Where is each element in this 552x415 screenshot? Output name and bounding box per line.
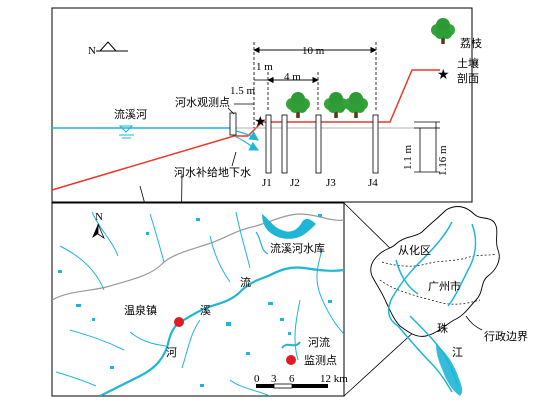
well-label-j1: J1 [262, 177, 272, 189]
legend-point-label: 监测点 [304, 354, 337, 367]
well-j4 [372, 114, 379, 174]
profile-north-arrow: N [88, 41, 128, 57]
dim-1-5m-label: 1.5 m [230, 85, 256, 97]
scale-bar: 0 3 6 12 km [254, 373, 348, 389]
well-j1 [265, 114, 272, 174]
district-line [381, 253, 497, 267]
recharge-arrow-1 [235, 136, 260, 151]
reservoir-label: 流溪河水库 [270, 241, 325, 255]
legend-river-icon [281, 341, 301, 349]
wells: J1 J2 J3 J4 [262, 114, 379, 189]
soil-legend-label-2: 剖面 [457, 71, 479, 85]
legend-star-icon: ★ [437, 67, 450, 83]
well-j2 [281, 114, 288, 174]
profile-north-label: N [88, 45, 96, 57]
tributaries [55, 211, 344, 396]
dim-1-1m-label: 1.1 m [402, 145, 414, 171]
region-connector [343, 329, 417, 397]
map-north-arrow: N [92, 211, 105, 240]
profile-frame [51, 7, 473, 203]
soil-profile-star-icon: ★ [254, 114, 267, 130]
admin-boundary-label: 行政边界 [484, 329, 528, 343]
legend-point-icon [286, 355, 296, 365]
conghua-label: 从化区 [398, 243, 431, 257]
scale-tick-3: 3 [271, 373, 277, 385]
legend-river-label: 河流 [308, 335, 330, 349]
profile-panel: N 流溪河 河水观测点 河水补给地下水 ★ [51, 7, 482, 203]
pearl-char-1: 珠 [437, 321, 448, 335]
river-name-label: 流溪河 [114, 107, 147, 121]
dim-4m-label: 4 m [284, 71, 301, 83]
observation-point-label: 河水观测点 [175, 96, 230, 109]
town-label: 温泉镇 [124, 303, 157, 317]
recharge-label: 河水补给地下水 [174, 166, 251, 179]
river-char-he: 河 [166, 346, 177, 359]
guangzhou-outline [370, 206, 500, 337]
map-legend: 河流 监测点 [281, 335, 337, 367]
small-water-bodies [58, 214, 332, 387]
tree-legend-label: 荔枝 [460, 36, 482, 50]
district-boundary [52, 213, 344, 301]
river-char-liu: 流 [240, 275, 251, 289]
liuxi-river [99, 266, 344, 396]
recharge-arrow-2 [235, 130, 259, 141]
observation-point-pipe [229, 112, 237, 136]
dim-1-16m-label: 1.16 m [437, 145, 449, 176]
local-map-panel: N 流溪河水库 流 溪 河 温泉镇 河流 监测点 0 3 6 12 km [51, 202, 348, 397]
map-north-label: N [95, 211, 103, 223]
soil-legend-label-1: 土壤 [457, 56, 479, 70]
dim-total-label: 10 m [302, 45, 325, 57]
well-j3 [315, 114, 322, 174]
region-map: 从化区 广州市 珠 江 行政边界 [370, 206, 528, 396]
terrain-profile-line [51, 69, 440, 191]
admin-boundary-leader [465, 315, 483, 331]
well-label-j4: J4 [368, 177, 378, 189]
pearl-river-estuary [436, 344, 463, 396]
guangzhou-label: 广州市 [428, 279, 461, 293]
scale-tick-6: 6 [289, 373, 295, 385]
district-line [379, 279, 481, 305]
pearl-char-2: 江 [452, 346, 463, 359]
well-label-j2: J2 [290, 177, 300, 189]
water-level-symbol [118, 125, 134, 139]
region-connector [343, 202, 397, 255]
scale-tick-0: 0 [254, 373, 260, 385]
river-char-xi: 溪 [200, 304, 211, 317]
monitoring-point-marker [174, 317, 184, 327]
well-label-j3: J3 [326, 177, 336, 189]
scale-tick-12: 12 km [320, 373, 348, 385]
dimensions [234, 42, 440, 173]
reservoir-shape [262, 214, 316, 239]
dim-1m-label: 1 m [256, 61, 273, 73]
